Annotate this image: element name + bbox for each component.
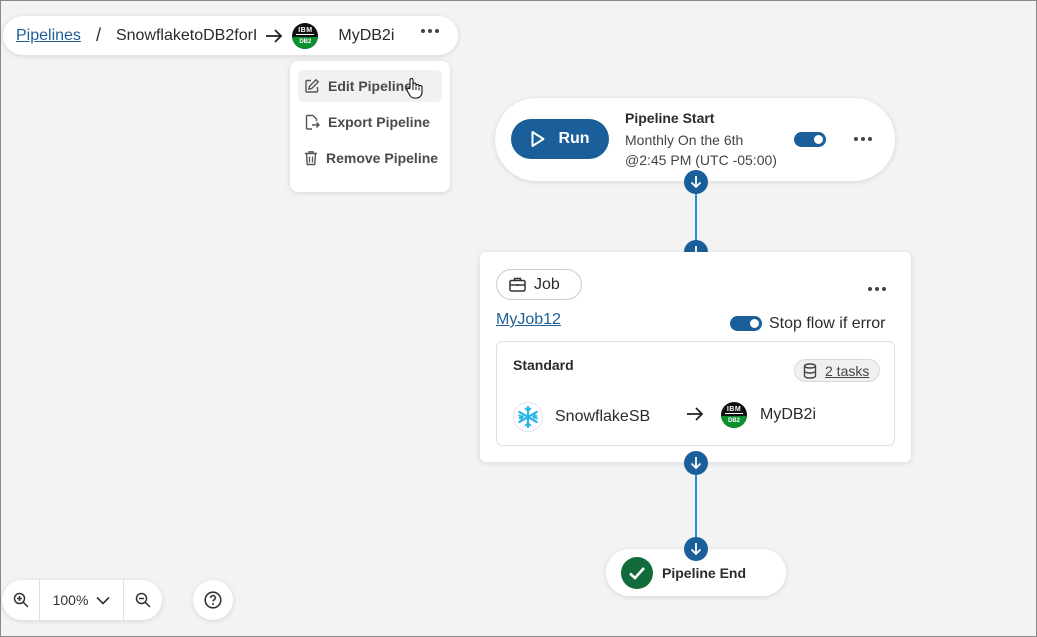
task-mode-label: Standard xyxy=(513,357,574,373)
task-group-panel: Standard 2 tasks SnowflakeSB IBM DB2 MyD… xyxy=(496,341,895,446)
job-type-label: Job xyxy=(534,275,560,293)
pipeline-end-card: Pipeline End xyxy=(606,549,786,596)
run-button[interactable]: Run xyxy=(511,119,609,159)
connector-arrow-icon[interactable] xyxy=(684,537,708,561)
zoom-level-select[interactable]: 100% xyxy=(39,580,124,620)
database-icon xyxy=(803,362,817,379)
briefcase-icon xyxy=(509,277,526,292)
breadcrumb-target-name: MyDB2i xyxy=(338,26,395,44)
schedule-frequency: Monthly On the 6th xyxy=(625,132,744,148)
edit-icon xyxy=(305,78,320,93)
help-button[interactable] xyxy=(193,580,233,620)
db2-logo-icon: IBM DB2 xyxy=(721,402,747,428)
breadcrumb: Pipelines / SnowflaketoDB2forI IBM DB2 M… xyxy=(3,16,458,55)
zoom-in-button[interactable] xyxy=(2,580,39,620)
export-icon xyxy=(305,114,320,130)
task-target: IBM DB2 MyDB2i xyxy=(721,402,816,428)
breadcrumb-source-name: SnowflaketoDB2forI xyxy=(115,26,258,44)
zoom-controls: 100% xyxy=(2,580,162,620)
job-card: Job MyJob12 Stop flow if error Standard … xyxy=(480,252,911,462)
target-name: MyDB2i xyxy=(760,406,817,423)
zoom-in-icon xyxy=(13,592,29,608)
schedule-time: @2:45 PM (UTC -05:00) xyxy=(625,152,777,168)
connector-line xyxy=(695,473,697,539)
connector-line xyxy=(695,192,697,242)
stop-flow-label: Stop flow if error xyxy=(769,315,886,332)
menu-item-edit-pipeline[interactable]: Edit Pipeline xyxy=(298,70,442,102)
stop-flow-toggle[interactable] xyxy=(730,316,762,331)
schedule-text: Monthly On the 6th @2:45 PM (UTC -05:00) xyxy=(625,130,777,170)
job-more-icon[interactable] xyxy=(868,287,886,291)
breadcrumb-separator: / xyxy=(95,25,101,45)
arrow-right-icon xyxy=(686,407,704,421)
run-label: Run xyxy=(558,130,590,147)
play-icon xyxy=(531,131,545,147)
pipeline-start-card: Run Pipeline Start Monthly On the 6th @2… xyxy=(495,98,895,181)
arrow-right-icon xyxy=(265,28,283,43)
trash-icon xyxy=(305,151,317,166)
checkmark-icon xyxy=(621,556,653,589)
tasks-badge[interactable]: 2 tasks xyxy=(794,359,880,382)
job-name-link[interactable]: MyJob12 xyxy=(496,311,561,328)
menu-item-remove-pipeline[interactable]: Remove Pipeline xyxy=(298,142,442,174)
help-icon xyxy=(204,591,222,609)
zoom-out-icon xyxy=(135,592,151,608)
schedule-enabled-toggle[interactable] xyxy=(794,132,826,147)
zoom-out-button[interactable] xyxy=(124,580,161,620)
chevron-down-icon xyxy=(96,596,110,605)
hand-cursor-icon xyxy=(406,78,423,99)
menu-item-label: Remove Pipeline xyxy=(326,150,439,166)
start-more-icon[interactable] xyxy=(854,137,872,141)
job-type-badge: Job xyxy=(496,269,582,300)
breadcrumb-pipelines-link[interactable]: Pipelines xyxy=(16,26,81,44)
zoom-level-value: 100% xyxy=(52,592,89,608)
breadcrumb-more-icon[interactable] xyxy=(421,29,439,33)
pipeline-actions-menu: Edit Pipeline Export Pipeline Remove Pip… xyxy=(290,61,450,192)
source-name: SnowflakeSB xyxy=(555,408,651,425)
pipeline-end-label: Pipeline End xyxy=(662,564,747,581)
snowflake-icon xyxy=(513,402,543,432)
menu-item-label: Export Pipeline xyxy=(328,114,430,130)
db2-logo-icon: IBM DB2 xyxy=(292,22,319,49)
connector-arrow-icon xyxy=(684,170,708,194)
menu-item-label: Edit Pipeline xyxy=(328,78,413,94)
tasks-count-link[interactable]: 2 tasks xyxy=(825,362,870,379)
connector-arrow-icon xyxy=(684,451,708,475)
menu-item-export-pipeline[interactable]: Export Pipeline xyxy=(298,106,442,138)
pipeline-start-title: Pipeline Start xyxy=(625,110,715,126)
task-source: SnowflakeSB xyxy=(513,402,650,432)
